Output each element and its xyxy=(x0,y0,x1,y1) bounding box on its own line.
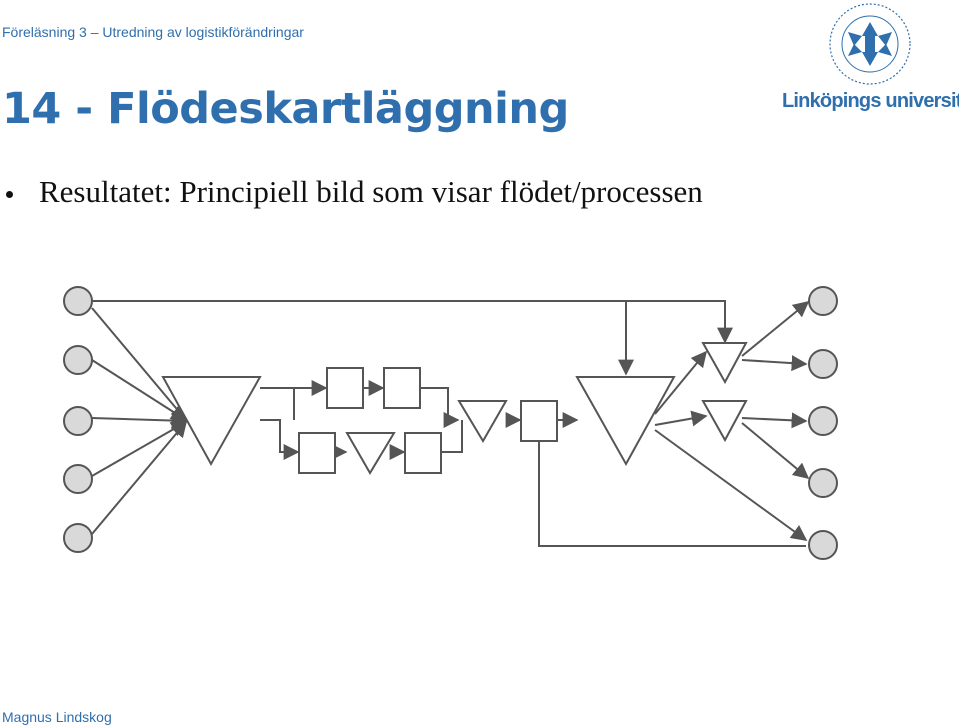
sink-node xyxy=(808,286,838,316)
source-edge-3 xyxy=(91,412,188,429)
inventory-triangle xyxy=(701,342,748,385)
sink-edge-2 xyxy=(741,355,808,372)
source-edge-4 xyxy=(91,421,188,477)
inventory-triangle xyxy=(701,400,748,443)
lower-merge-path xyxy=(441,420,463,453)
source-node xyxy=(63,286,93,316)
footer-author: Magnus Lindskog xyxy=(2,709,112,725)
out-edge-bottom xyxy=(654,429,808,541)
activity-box xyxy=(298,432,336,474)
slide-title: 14 - Flödeskartläggning xyxy=(2,84,569,134)
sink-edge-1 xyxy=(741,300,810,357)
bullet-dot-icon xyxy=(6,191,13,198)
bypass-path xyxy=(538,441,806,547)
sink-node xyxy=(808,468,838,498)
presentation-header: Föreläsning 3 – Utredning av logistikför… xyxy=(2,24,304,40)
source-edge-5 xyxy=(91,420,188,535)
activity-box xyxy=(404,432,442,474)
inventory-triangle xyxy=(161,376,262,467)
activity-box xyxy=(383,367,421,409)
bullet-text: Resultatet: Principiell bild som visar f… xyxy=(39,174,703,209)
inventory-triangle xyxy=(345,432,396,475)
university-wordmark: Linköpings universitet xyxy=(782,90,959,112)
source-edge-1 xyxy=(91,307,188,422)
source-edge-2 xyxy=(91,359,188,421)
source-node xyxy=(63,464,93,494)
activity-box xyxy=(326,367,364,409)
sink-node xyxy=(808,349,838,379)
sink-node xyxy=(808,530,838,560)
sink-edge-4 xyxy=(741,422,810,480)
university-logo: Linköpings universitet xyxy=(782,2,959,120)
inventory-triangle xyxy=(457,400,508,443)
upper-merge-path xyxy=(420,387,460,428)
top-flow-line xyxy=(92,300,733,344)
source-node xyxy=(63,523,93,553)
split-lower-path xyxy=(260,419,300,460)
sink-node xyxy=(808,406,838,436)
sink-edge-3 xyxy=(741,412,808,429)
out-edge-lower xyxy=(654,410,708,427)
out-edge-upper xyxy=(654,350,708,415)
source-node xyxy=(63,345,93,375)
source-node xyxy=(63,406,93,436)
university-seal-icon xyxy=(829,3,911,85)
activity-box xyxy=(520,400,558,442)
inventory-triangle xyxy=(575,376,676,467)
